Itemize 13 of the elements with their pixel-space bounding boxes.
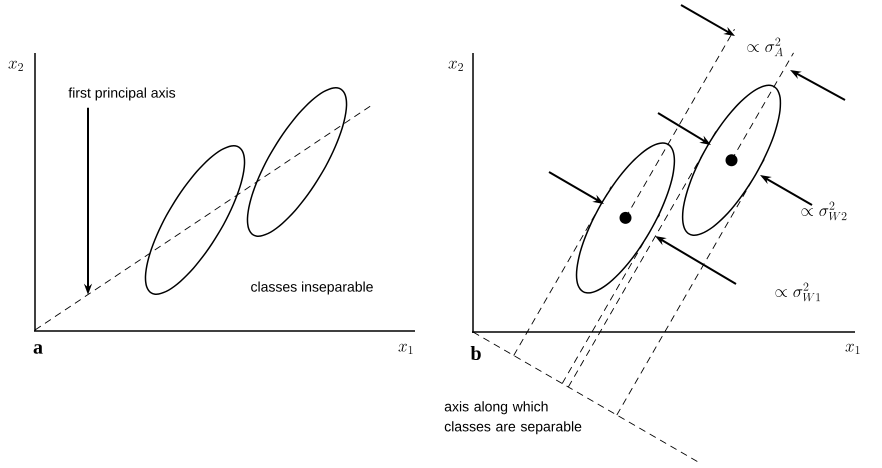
variance-label: $\propto \sigma_{W1}^2$ bbox=[776, 282, 820, 302]
axis-label: $x_2$ bbox=[8, 60, 23, 72]
panel-letter: a bbox=[34, 344, 43, 354]
axis-label: $x_1$ bbox=[846, 344, 860, 354]
axis-label: $x_2$ bbox=[448, 60, 463, 72]
annotation: first principal axis bbox=[68, 87, 176, 101]
annotation: axis along which classes are separable bbox=[444, 401, 582, 434]
variance-label: $\propto \sigma_A^2$ bbox=[747, 38, 783, 56]
annotation: classes inseparable bbox=[251, 281, 373, 295]
panel-letter: b bbox=[470, 346, 481, 360]
variance-label: $\propto \sigma_{W2}^2$ bbox=[802, 202, 846, 220]
principal-axis-line bbox=[34, 104, 372, 330]
axis-label: $x_1$ bbox=[398, 344, 413, 354]
